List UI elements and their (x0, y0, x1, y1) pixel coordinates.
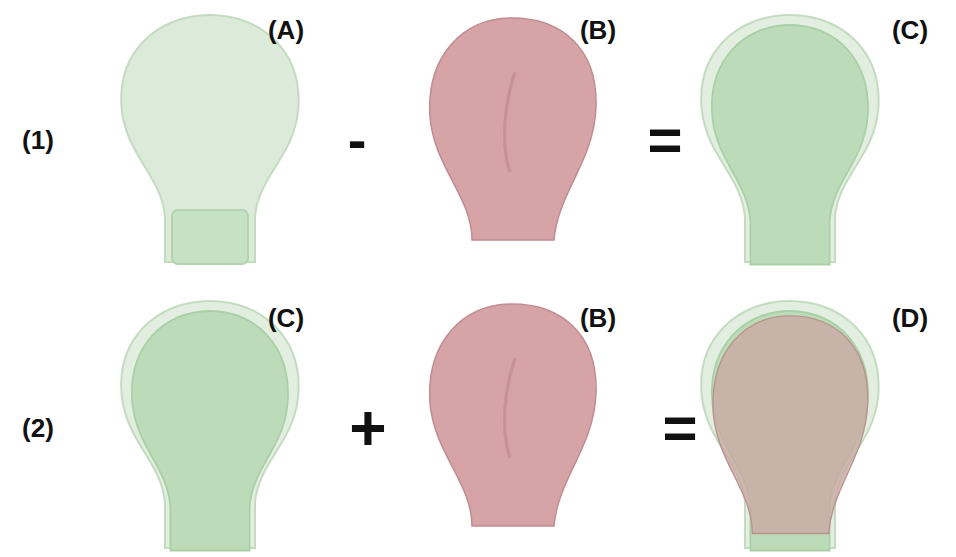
operator-sign: = (662, 398, 697, 458)
implant-fit (713, 316, 868, 534)
bone-inner (132, 311, 288, 551)
surface-shade (505, 72, 515, 172)
panel-letter: (B) (580, 305, 616, 331)
implant-shape (430, 304, 596, 526)
panel-letter: (C) (892, 17, 928, 43)
bone-inner (712, 311, 868, 551)
bone-b (430, 18, 596, 240)
bone-inner (712, 25, 868, 265)
bone-c (701, 15, 878, 265)
panel-letter: (D) (892, 305, 928, 331)
bone-c (121, 301, 298, 551)
implant-shape (430, 18, 596, 240)
panel-letter: (A) (268, 17, 304, 43)
row-number: (1) (22, 127, 54, 153)
bone-b (430, 304, 596, 526)
canal-cavity (172, 210, 248, 264)
surface-shade (505, 358, 515, 458)
operator-sign: - (348, 112, 367, 168)
panel-letter: (B) (580, 17, 616, 43)
row-number: (2) (22, 415, 54, 441)
operator-sign: = (647, 110, 682, 170)
operator-sign: + (349, 396, 386, 460)
bone-a (121, 15, 298, 264)
panel-letter: (C) (268, 305, 304, 331)
bone-outer (701, 301, 878, 548)
bone-d (701, 301, 878, 551)
